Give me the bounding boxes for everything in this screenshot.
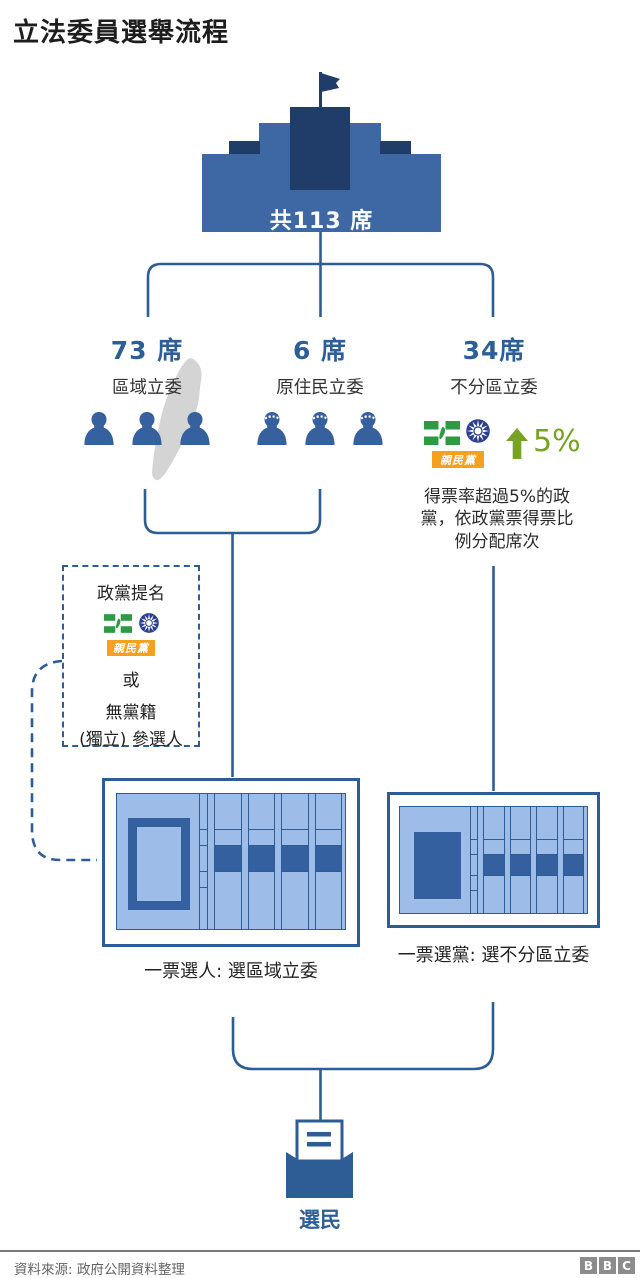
district-ballot xyxy=(102,778,360,947)
atlarge-seats-label: 不分區立委 xyxy=(450,378,538,398)
person-headband-icon xyxy=(353,412,383,445)
total-seats-label: 共113 席 xyxy=(269,209,374,234)
person-icon xyxy=(84,412,114,445)
indigenous-seats-heading: 6 席 xyxy=(292,336,348,365)
nomination-title: 政黨提名 xyxy=(97,584,165,604)
party-ballot xyxy=(387,792,600,928)
voter-label: 選民 xyxy=(299,1208,341,1232)
footer: 資料來源: 政府公開資料整理 B B C xyxy=(0,1250,640,1278)
dpp-flag-icon xyxy=(103,613,132,633)
ballot-grid xyxy=(470,807,584,913)
threshold-note-line: 得票率超過5%的政 xyxy=(424,487,570,507)
kmt-sun-icon xyxy=(138,613,159,633)
person-headband-icon xyxy=(257,412,287,445)
bottom-bracket xyxy=(231,1002,495,1071)
candidate-photo-frame xyxy=(128,818,190,910)
kmt-sun-icon xyxy=(466,419,490,443)
district-persons-group xyxy=(79,411,215,445)
bbc-logo-letter: B xyxy=(599,1257,616,1274)
bbc-logo-letter: B xyxy=(580,1257,597,1274)
person-headband-icon xyxy=(305,412,335,445)
pfp-logo-icon: 親民黨 xyxy=(107,640,155,656)
threshold-note: 得票率超過5%的政 黨，依政黨票得票比 例分配席次 xyxy=(403,486,591,553)
bbc-logo: B B C xyxy=(580,1257,635,1274)
dpp-flag-icon xyxy=(424,421,460,445)
indigenous-seats-label: 原住民立委 xyxy=(276,378,364,398)
building-flag-icon xyxy=(321,73,340,92)
top-bracket xyxy=(146,262,495,317)
nomination-independent-line1: 無黨籍 xyxy=(105,703,157,723)
district-seats-heading: 73 席 xyxy=(110,336,184,365)
building-tower xyxy=(290,107,350,190)
bbc-logo-letter: C xyxy=(618,1257,635,1274)
ballot-paper xyxy=(399,806,588,914)
threshold-note-line: 黨，依政黨票得票比 xyxy=(420,509,574,530)
nomination-party-logos xyxy=(103,613,159,633)
threshold-percent: 5% xyxy=(533,424,581,459)
ballot-grid xyxy=(199,794,342,929)
indigenous-persons-group xyxy=(252,411,388,445)
ballot-box-icon xyxy=(286,1119,353,1198)
arrow-up-icon xyxy=(506,428,528,459)
district-seats-label: 區域立委 xyxy=(112,378,182,398)
district-ballot-caption: 一票選人: 選區域立委 xyxy=(144,961,318,982)
mid-bracket xyxy=(143,489,322,535)
taiwan-map-icon xyxy=(152,357,202,481)
party-emblem-block xyxy=(414,832,461,899)
page-title: 立法委員選舉流程 xyxy=(13,18,230,48)
atlarge-seats-heading: 34席 xyxy=(462,336,526,365)
nomination-independent-line2: (獨立) 參選人 xyxy=(79,730,183,750)
dashed-nomination-connector xyxy=(30,659,97,862)
nomination-or: 或 xyxy=(122,671,140,691)
ballot-paper xyxy=(116,793,346,930)
nomination-box: 政黨提名 親民黨 或 無黨籍 (獨立) 參選人 xyxy=(62,565,200,750)
building-flag-pole xyxy=(319,72,322,108)
source-note: 資料來源: 政府公開資料整理 xyxy=(14,1262,185,1278)
threshold-note-line: 例分配席次 xyxy=(454,531,540,552)
person-icon xyxy=(132,412,162,445)
person-icon xyxy=(180,412,210,445)
pfp-logo-icon: 親民黨 xyxy=(432,451,484,468)
party-ballot-caption: 一票選黨: 選不分區立委 xyxy=(397,945,590,966)
